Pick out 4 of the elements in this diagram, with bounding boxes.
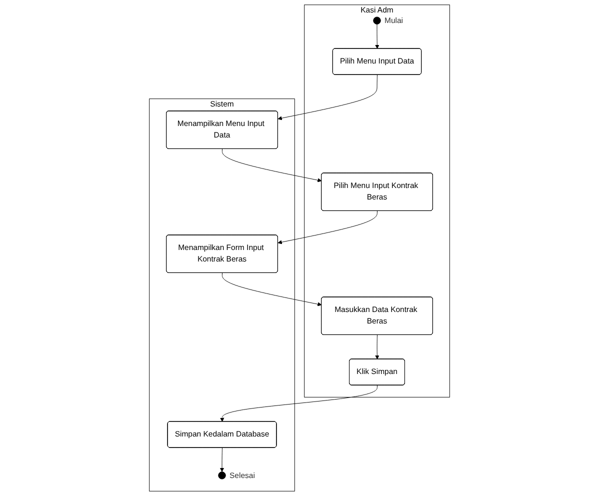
node-circle xyxy=(218,472,226,480)
node-circle xyxy=(373,16,381,24)
node-caption: Mulai xyxy=(384,16,404,25)
node-caption: Selesai xyxy=(230,470,255,480)
